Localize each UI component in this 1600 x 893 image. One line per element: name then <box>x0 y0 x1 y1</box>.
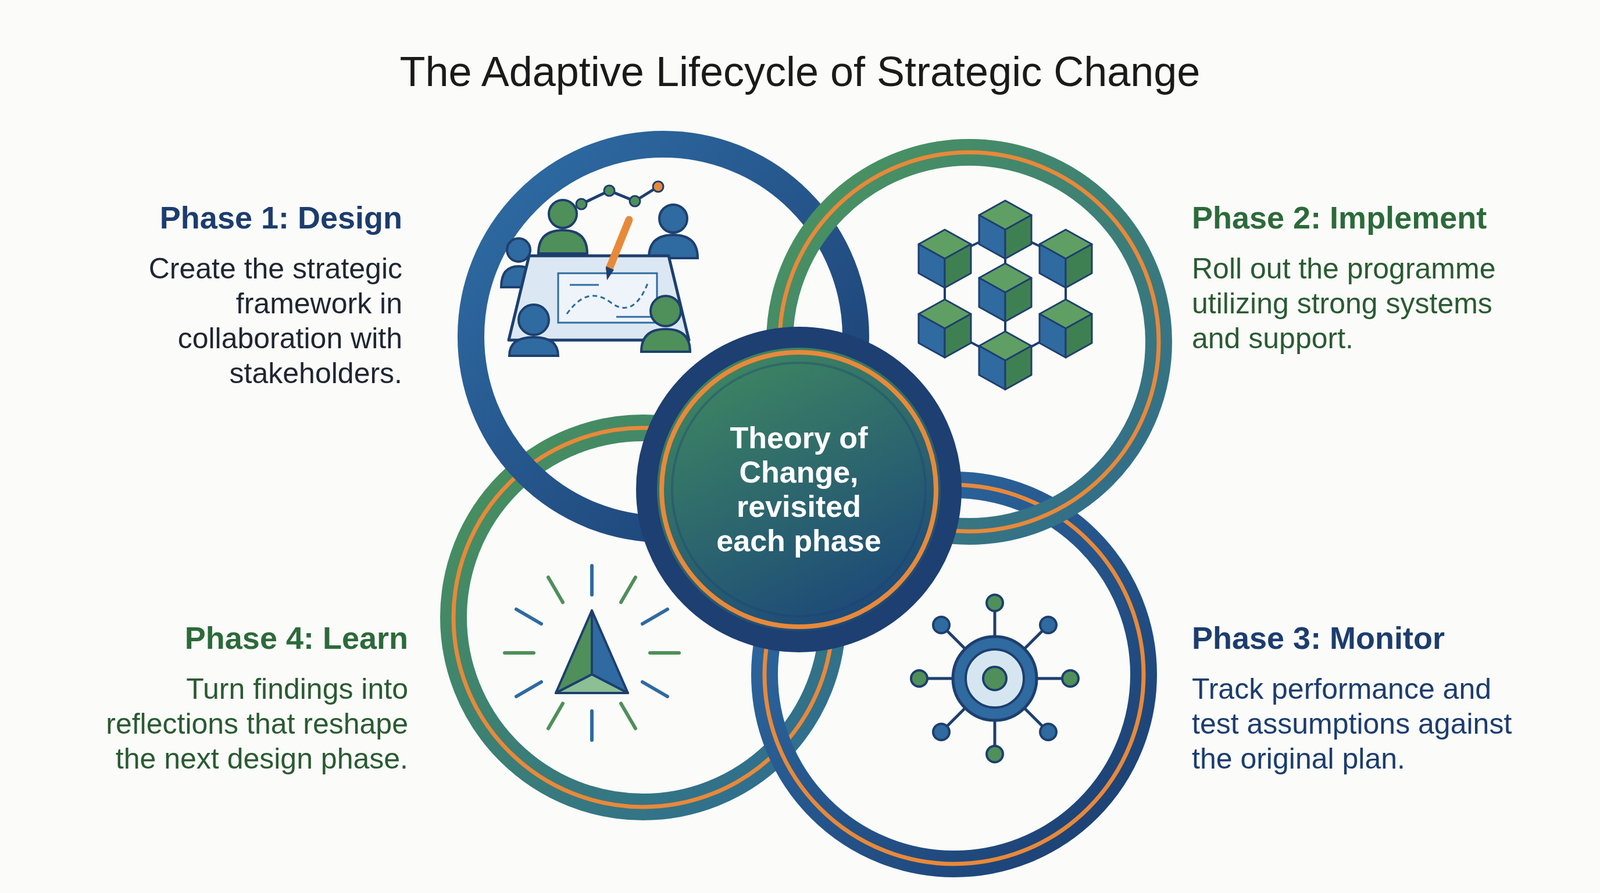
ray <box>642 609 668 624</box>
spoke <box>941 625 995 679</box>
orange-ring <box>764 484 1144 864</box>
pyramid-face <box>555 610 592 694</box>
ray <box>504 651 534 655</box>
ray <box>650 651 680 655</box>
person-body <box>509 337 559 356</box>
person-head <box>548 200 577 228</box>
center-label: Theory of Change, revisited each phase <box>705 420 892 559</box>
pyramid-face <box>555 674 628 694</box>
phase-heading: Phase 1: Design <box>0 198 403 237</box>
cube-link <box>944 328 1006 361</box>
chart-dot <box>576 198 587 210</box>
phase-description: Track performance and test assumptions a… <box>1191 671 1541 777</box>
center-disc <box>646 337 952 642</box>
spoke <box>919 677 995 681</box>
cube-link <box>1004 229 1007 361</box>
planning-table <box>508 255 689 341</box>
spoke <box>994 678 1049 732</box>
ring-band <box>764 484 1144 864</box>
diagram-title: The Adaptive Lifecycle of Strategic Chan… <box>0 45 1600 98</box>
ray <box>548 577 563 603</box>
spoke-node <box>1040 616 1057 634</box>
spoke <box>994 625 1049 679</box>
person-body <box>648 234 698 259</box>
phase-description: Create the strategic framework in collab… <box>134 251 403 391</box>
spoke <box>993 678 997 755</box>
cube-link <box>1005 229 1066 259</box>
phase-description: Turn findings into reflections that resh… <box>82 671 409 777</box>
person-head <box>650 295 681 327</box>
ray <box>590 711 594 741</box>
phase-heading: Phase 2: Implement <box>1191 198 1599 237</box>
center-circle: Theory of Change, revisited each phase <box>636 326 962 653</box>
ray <box>620 577 636 603</box>
plan-route <box>566 281 649 314</box>
phase-heading: Phase 4: Learn <box>1 619 409 657</box>
ray <box>548 703 563 729</box>
person-body <box>641 329 691 352</box>
plan-line <box>569 284 599 287</box>
ray <box>620 703 636 729</box>
pencil <box>609 219 630 269</box>
cube <box>979 200 1032 259</box>
cube <box>1039 229 1092 288</box>
plan-line <box>616 316 652 319</box>
person-head <box>518 304 549 335</box>
chart-dot <box>629 195 641 207</box>
person-body <box>501 266 537 288</box>
cube-link <box>1005 328 1066 361</box>
cube-link <box>1064 258 1067 329</box>
implement-icon <box>918 200 1092 390</box>
person-body <box>538 230 588 254</box>
spoke-node <box>1040 723 1057 741</box>
cube <box>979 331 1032 390</box>
spoke <box>993 602 997 679</box>
ray <box>642 681 668 697</box>
target-center <box>983 666 1007 691</box>
pyramid-face <box>591 610 628 694</box>
cube-links <box>944 229 1066 361</box>
plan-sheet <box>558 273 657 323</box>
chart-dot <box>652 181 664 192</box>
cube <box>918 299 971 358</box>
spoke-node <box>933 616 950 634</box>
spoke-node <box>911 670 928 687</box>
ray <box>590 565 594 595</box>
chart-dot <box>604 185 615 196</box>
learn-icon <box>504 565 680 741</box>
target-ring <box>952 636 1037 721</box>
cube <box>979 263 1032 322</box>
spokes <box>919 602 1071 755</box>
monitor-icon <box>911 594 1079 763</box>
orange-ring <box>661 352 937 627</box>
target-inner <box>965 649 1024 708</box>
phase-heading: Phase 3: Monitor <box>1191 619 1599 657</box>
inner-ring <box>672 362 926 617</box>
ray <box>516 681 542 697</box>
spoke <box>941 678 995 732</box>
spoke-node <box>986 594 1003 612</box>
spoke <box>994 677 1071 681</box>
cube-link <box>944 229 1006 259</box>
ray <box>516 609 542 624</box>
cube <box>1039 299 1092 358</box>
spoke-node <box>1062 670 1079 687</box>
cube-link <box>943 258 946 329</box>
phase-description: Roll out the programme utilizing strong … <box>1191 251 1518 356</box>
spoke-node <box>933 723 950 741</box>
spoke-node <box>986 745 1003 763</box>
pencil-tip <box>605 266 614 281</box>
person-head <box>659 204 688 233</box>
cube <box>918 229 971 288</box>
chart-line <box>581 186 659 205</box>
